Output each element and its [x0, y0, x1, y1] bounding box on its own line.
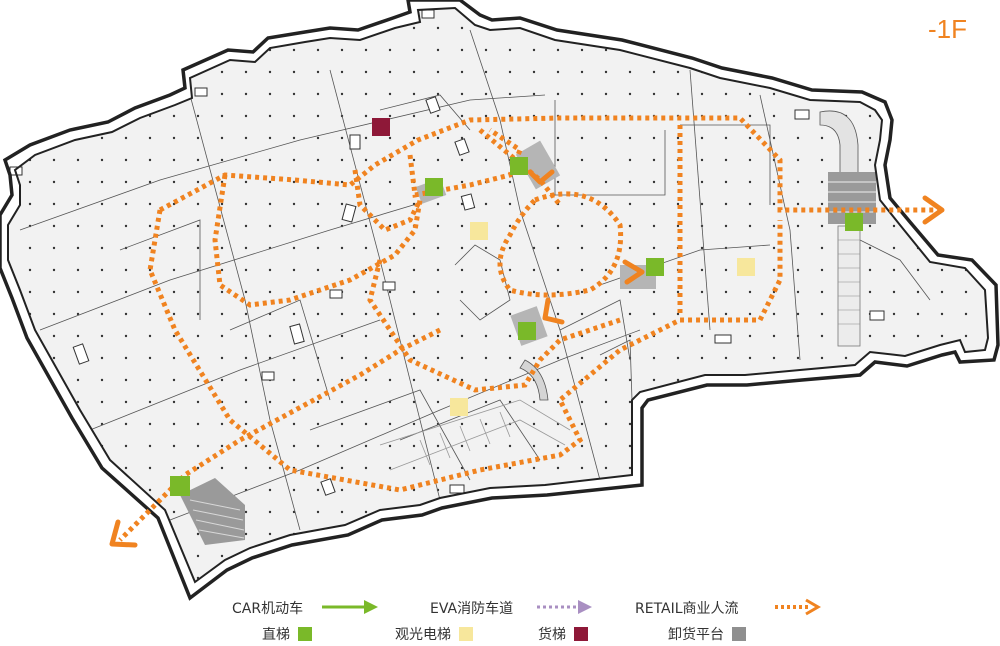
legend-sightseeing-elevator-label: 观光电梯 — [395, 627, 451, 643]
freight-elevators — [372, 118, 390, 136]
legend-glyphs — [322, 598, 821, 616]
legend-retail: RETAIL商业人流 — [635, 598, 739, 618]
legend-loading-platform-swatch — [732, 627, 746, 641]
floor-label: -1F — [928, 14, 967, 44]
legend-elevator-label: 直梯 — [262, 627, 290, 643]
arrow-down-left-icon — [109, 519, 138, 548]
legend-car-label: CAR机动车 — [232, 601, 304, 617]
legend-eva-label: EVA消防车道 — [430, 601, 514, 617]
legend-elevator-swatch — [298, 627, 312, 641]
legend-sightseeing-elevator-swatch — [459, 627, 473, 641]
stair-symbols — [9, 9, 885, 496]
legend-eva: EVA消防车道 — [430, 598, 513, 618]
retail-flow-routes — [118, 115, 940, 542]
legend-sightseeing-elevator: 观光电梯 — [395, 624, 473, 644]
flow-arrows — [109, 169, 945, 548]
legend-freight-elevator-swatch — [574, 627, 588, 641]
arrow-in-icon — [527, 169, 555, 185]
site-boundary — [0, 0, 1000, 601]
legend-freight-elevator: 货梯 — [538, 624, 588, 644]
legend-retail-label: RETAIL商业人流 — [635, 601, 739, 617]
legend-car: CAR机动车 — [232, 598, 303, 618]
legend-loading-platform-label: 卸货平台 — [668, 627, 724, 643]
arrow-in-icon-2 — [542, 297, 565, 325]
legend-elevator: 直梯 — [262, 624, 312, 644]
sightseeing-elevators — [450, 222, 755, 416]
arrow-right-icon — [922, 195, 945, 225]
elevators — [170, 157, 863, 496]
legend-freight-elevator-label: 货梯 — [538, 627, 566, 643]
arrow-in-icon-3 — [622, 259, 645, 285]
legend-loading-platform: 卸货平台 — [668, 624, 746, 644]
